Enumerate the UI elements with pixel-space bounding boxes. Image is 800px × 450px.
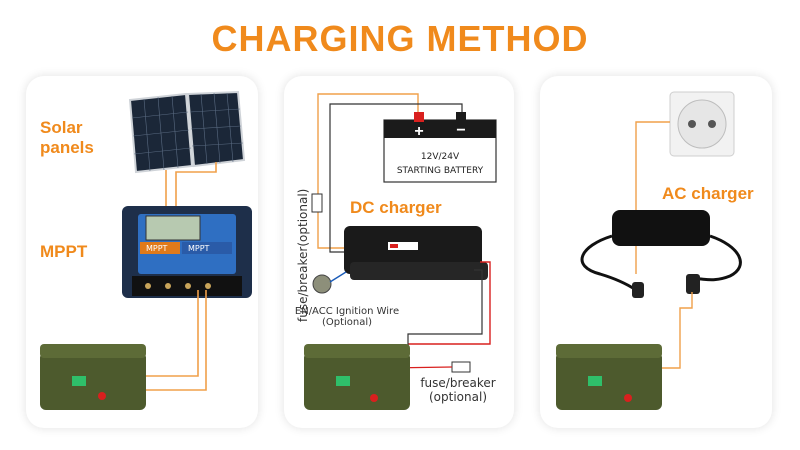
wall-socket-image — [669, 91, 735, 157]
battery-type: STARTING BATTERY — [397, 166, 484, 176]
ac-charger-label: AC charger — [662, 184, 754, 203]
solar-charging-panel: Solar panels MPPT MPPT MPPT — [26, 76, 258, 428]
mppt-controller-image — [122, 206, 252, 298]
battery-minus: − — [456, 122, 465, 139]
lithium-battery-box-image — [304, 344, 410, 410]
solar-panel-image — [128, 90, 246, 174]
dc-charger-image — [344, 226, 488, 280]
solar-panels-label: Solar panels — [40, 118, 94, 157]
solar-diagram: MPPT MPPT — [40, 90, 252, 410]
dc-charging-panel: + − 12V/24V STARTING BATTERY fuse/breake… — [284, 76, 514, 428]
lithium-battery-box-image — [40, 344, 146, 410]
ac-adapter-image — [580, 210, 742, 298]
fuse-breaker-vertical-label: fuse/breaker(optional) — [296, 188, 310, 322]
dc-charger-label: DC charger — [350, 198, 442, 217]
battery-plus: + — [414, 123, 423, 140]
dc-diagram: + − 12V/24V STARTING BATTERY — [304, 93, 497, 410]
controller-badge-right: MPPT — [188, 244, 210, 253]
ignition-wire-label: EN/ACC Ignition Wire (Optional) — [294, 306, 400, 328]
starting-battery — [383, 112, 497, 183]
ac-diagram — [556, 91, 742, 410]
lithium-battery-box-image — [556, 344, 662, 410]
page-title: CHARGING METHOD — [211, 18, 589, 59]
fuse-breaker-bottom-label: fuse/breaker (optional) — [420, 376, 496, 404]
ac-charging-panel: AC charger — [540, 76, 772, 428]
battery-voltage: 12V/24V — [421, 152, 460, 162]
mppt-label: MPPT — [40, 242, 88, 261]
controller-badge-left: MPPT — [146, 244, 168, 253]
